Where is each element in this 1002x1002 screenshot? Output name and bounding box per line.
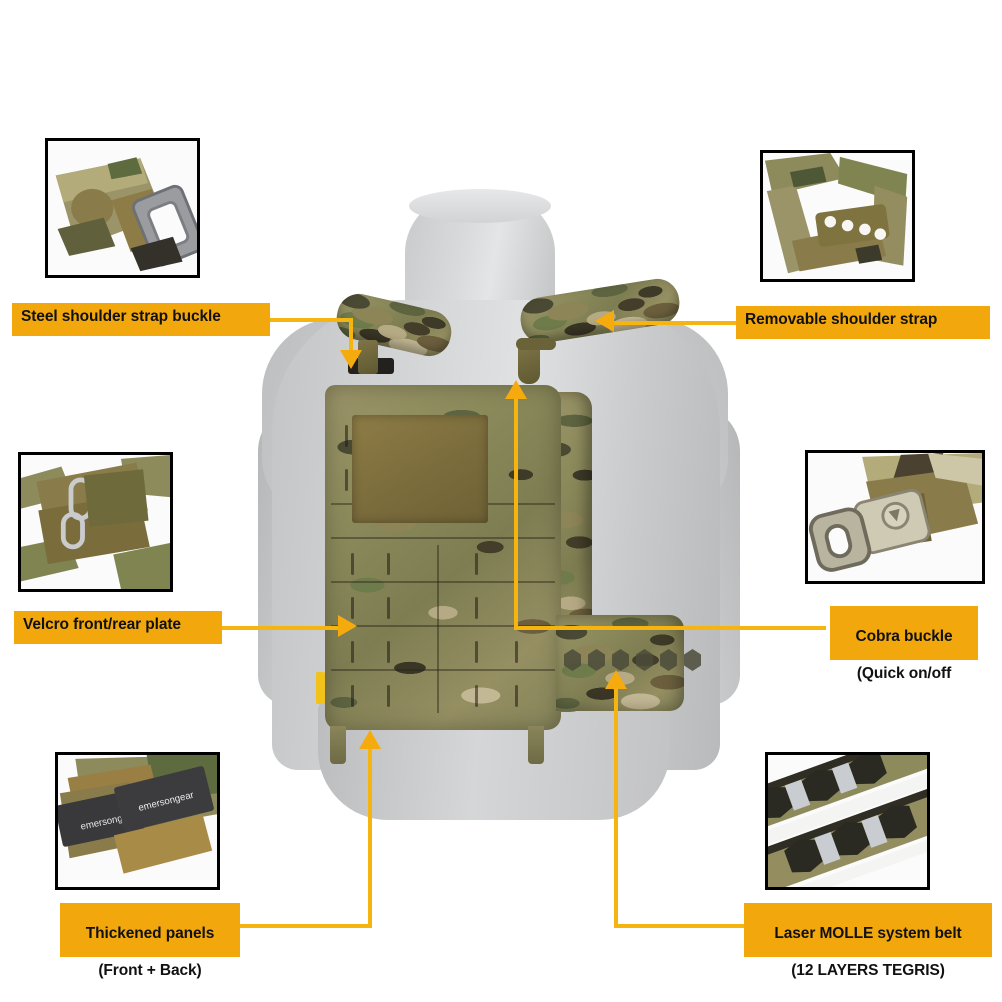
connector-steel-buckle-down <box>349 318 353 352</box>
arrow-thickened-panels <box>359 730 381 749</box>
connector-velcro-plate <box>218 626 338 630</box>
thumbnail-thickened-panels[interactable]: emersongear emersongear <box>55 752 220 890</box>
arrow-velcro-plate <box>338 615 357 637</box>
thumbnail-image-laser-molle-belt <box>768 755 927 887</box>
thumbnail-image-velcro-plate <box>21 455 170 589</box>
cobra-buckle-right <box>516 338 556 350</box>
callout-label-cobra-buckle[interactable]: Cobra buckle (Quick on/off <box>830 606 978 682</box>
thumbnail-cobra-buckle[interactable] <box>805 450 985 584</box>
callout-line-thickened-1: Thickened panels <box>85 925 215 943</box>
cobra-buckle-tab-right <box>518 344 540 384</box>
connector-laser-molle <box>614 924 748 928</box>
callout-label-thickened-panels[interactable]: Thickened panels (Front + Back) <box>60 903 240 979</box>
brand-logo-tab <box>316 672 325 704</box>
thumbnail-laser-molle-belt[interactable] <box>765 752 930 890</box>
callout-label-laser-molle-system-belt[interactable]: Laser MOLLE system belt (12 LAYERS TEGRI… <box>744 903 992 979</box>
connector-thickened-panels <box>232 924 372 928</box>
velcro-front-plate-panel <box>352 415 488 523</box>
strap-tab-left <box>358 340 378 374</box>
vest-bottom-tab-left <box>330 726 346 764</box>
thumbnail-velcro-front-rear-plate[interactable] <box>18 452 173 592</box>
thumbnail-steel-shoulder-strap-buckle[interactable] <box>45 138 200 278</box>
thumbnail-image-removable-strap <box>763 153 912 279</box>
connector-removable-strap <box>614 321 736 325</box>
vest-bottom-tab-right <box>528 726 544 764</box>
callout-line-thickened-2: (Front + Back) <box>98 961 202 979</box>
thumbnail-image-cobra-buckle <box>808 453 982 581</box>
callout-line-cobra-2: (Quick on/off <box>856 664 952 682</box>
callout-label-removable-shoulder-strap[interactable]: Removable shoulder strap <box>736 306 990 339</box>
callout-label-velcro-front-rear-plate[interactable]: Velcro front/rear plate <box>14 611 222 644</box>
connector-cobra-buckle <box>514 626 826 630</box>
arrow-removable-strap <box>595 310 614 332</box>
arrow-cobra-buckle <box>505 380 527 399</box>
thumbnail-image-thickened-panels: emersongear emersongear <box>58 755 217 887</box>
callout-label-steel-shoulder-strap-buckle[interactable]: Steel shoulder strap buckle <box>12 303 270 336</box>
connector-steel-buckle <box>268 318 351 322</box>
thumbnail-removable-shoulder-strap[interactable] <box>760 150 915 282</box>
connector-cobra-buckle-up <box>514 398 518 628</box>
thumbnail-image-steel-buckle <box>48 141 197 275</box>
connector-thickened-panels-up <box>368 748 372 926</box>
callout-line-molle-1: Laser MOLLE system belt <box>774 925 962 943</box>
arrow-laser-molle <box>605 670 627 689</box>
arrow-steel-buckle <box>340 350 362 369</box>
callout-line-molle-2: (12 LAYERS TEGRIS) <box>791 961 945 979</box>
laser-molle-cummerbund <box>556 615 701 711</box>
callout-line-cobra-1: Cobra buckle <box>855 628 953 646</box>
connector-laser-molle-up <box>614 688 618 926</box>
